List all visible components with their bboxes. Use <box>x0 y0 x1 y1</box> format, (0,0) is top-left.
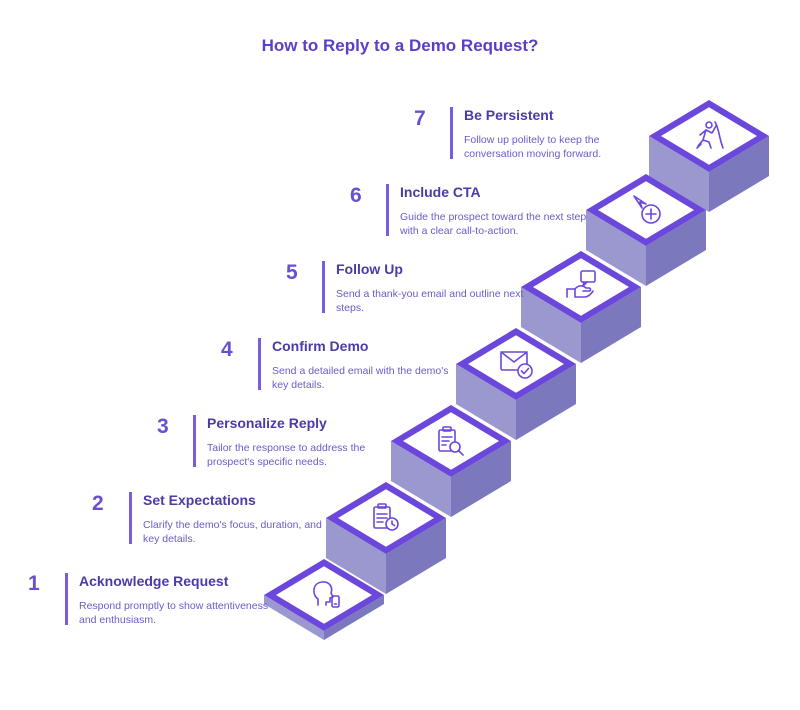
clipboard-clock-icon <box>373 503 399 531</box>
tile-top <box>661 107 757 165</box>
step-3-description: Tailor the response to address the prosp… <box>207 442 366 468</box>
step-5-block <box>521 251 641 363</box>
step-7-title: Be Persistent <box>464 107 554 123</box>
step-6-description: Guide the prospect toward the next step … <box>400 211 587 237</box>
riser-front <box>586 210 646 286</box>
tile-top <box>533 258 629 316</box>
step-3-title: Personalize Reply <box>207 415 327 431</box>
step-2-number: 2 <box>92 492 104 515</box>
step-5-description: Send a thank-you email and outline next … <box>336 288 524 314</box>
riser-front <box>456 364 516 440</box>
step-3-number: 3 <box>157 415 169 438</box>
hand-chat-icon <box>566 270 596 298</box>
step-6-number: 6 <box>350 184 362 207</box>
envelope-check-icon <box>500 351 533 379</box>
riser-front <box>264 595 324 640</box>
riser-front <box>391 441 451 517</box>
document-search-icon <box>438 426 464 456</box>
step-7-description: Follow up politely to keep the conversat… <box>464 134 602 160</box>
step-1-title: Acknowledge Request <box>79 573 229 589</box>
cursor-plus-icon <box>633 195 661 224</box>
riser-side <box>516 364 576 440</box>
diagram-title: How to Reply to a Demo Request? <box>261 36 539 55</box>
step-2-title: Set Expectations <box>143 492 256 508</box>
step-6-title: Include CTA <box>400 184 481 200</box>
tile-top <box>403 412 499 470</box>
step-4-description: Send a detailed email with the demo's ke… <box>272 365 449 391</box>
person-phone-icon <box>313 581 340 608</box>
riser-front <box>649 136 709 212</box>
step-2-block <box>326 482 446 594</box>
step-5-number: 5 <box>286 261 298 284</box>
step-4-number: 4 <box>221 338 233 361</box>
step-1-number: 1 <box>28 572 40 595</box>
step-1-divider <box>65 573 68 625</box>
step-5-divider <box>322 261 325 313</box>
step-4-divider <box>258 338 261 390</box>
riser-side <box>324 595 384 640</box>
tile-top <box>276 566 372 624</box>
step-3-divider <box>193 415 196 467</box>
riser-front <box>521 287 581 363</box>
climber-icon <box>696 121 724 149</box>
riser-side <box>709 136 769 212</box>
step-1-block <box>264 559 384 640</box>
riser-front <box>326 518 386 594</box>
riser-side <box>646 210 706 286</box>
step-7-number: 7 <box>414 107 426 130</box>
riser-side <box>451 441 511 517</box>
step-2-divider <box>129 492 132 544</box>
step-4-block <box>456 328 576 440</box>
step-6-block <box>586 174 706 286</box>
step-7-divider <box>450 107 453 159</box>
tile-top <box>468 335 564 393</box>
step-1-description: Respond promptly to show attentiveness a… <box>79 600 269 626</box>
step-6-divider <box>386 184 389 236</box>
step-7-block <box>649 100 769 212</box>
step-3-block <box>391 405 511 517</box>
riser-side <box>581 287 641 363</box>
step-2-description: Clarify the demo's focus, duration, and … <box>143 519 322 545</box>
riser-side <box>386 518 446 594</box>
step-5-title: Follow Up <box>336 261 403 277</box>
step-4-title: Confirm Demo <box>272 338 369 354</box>
